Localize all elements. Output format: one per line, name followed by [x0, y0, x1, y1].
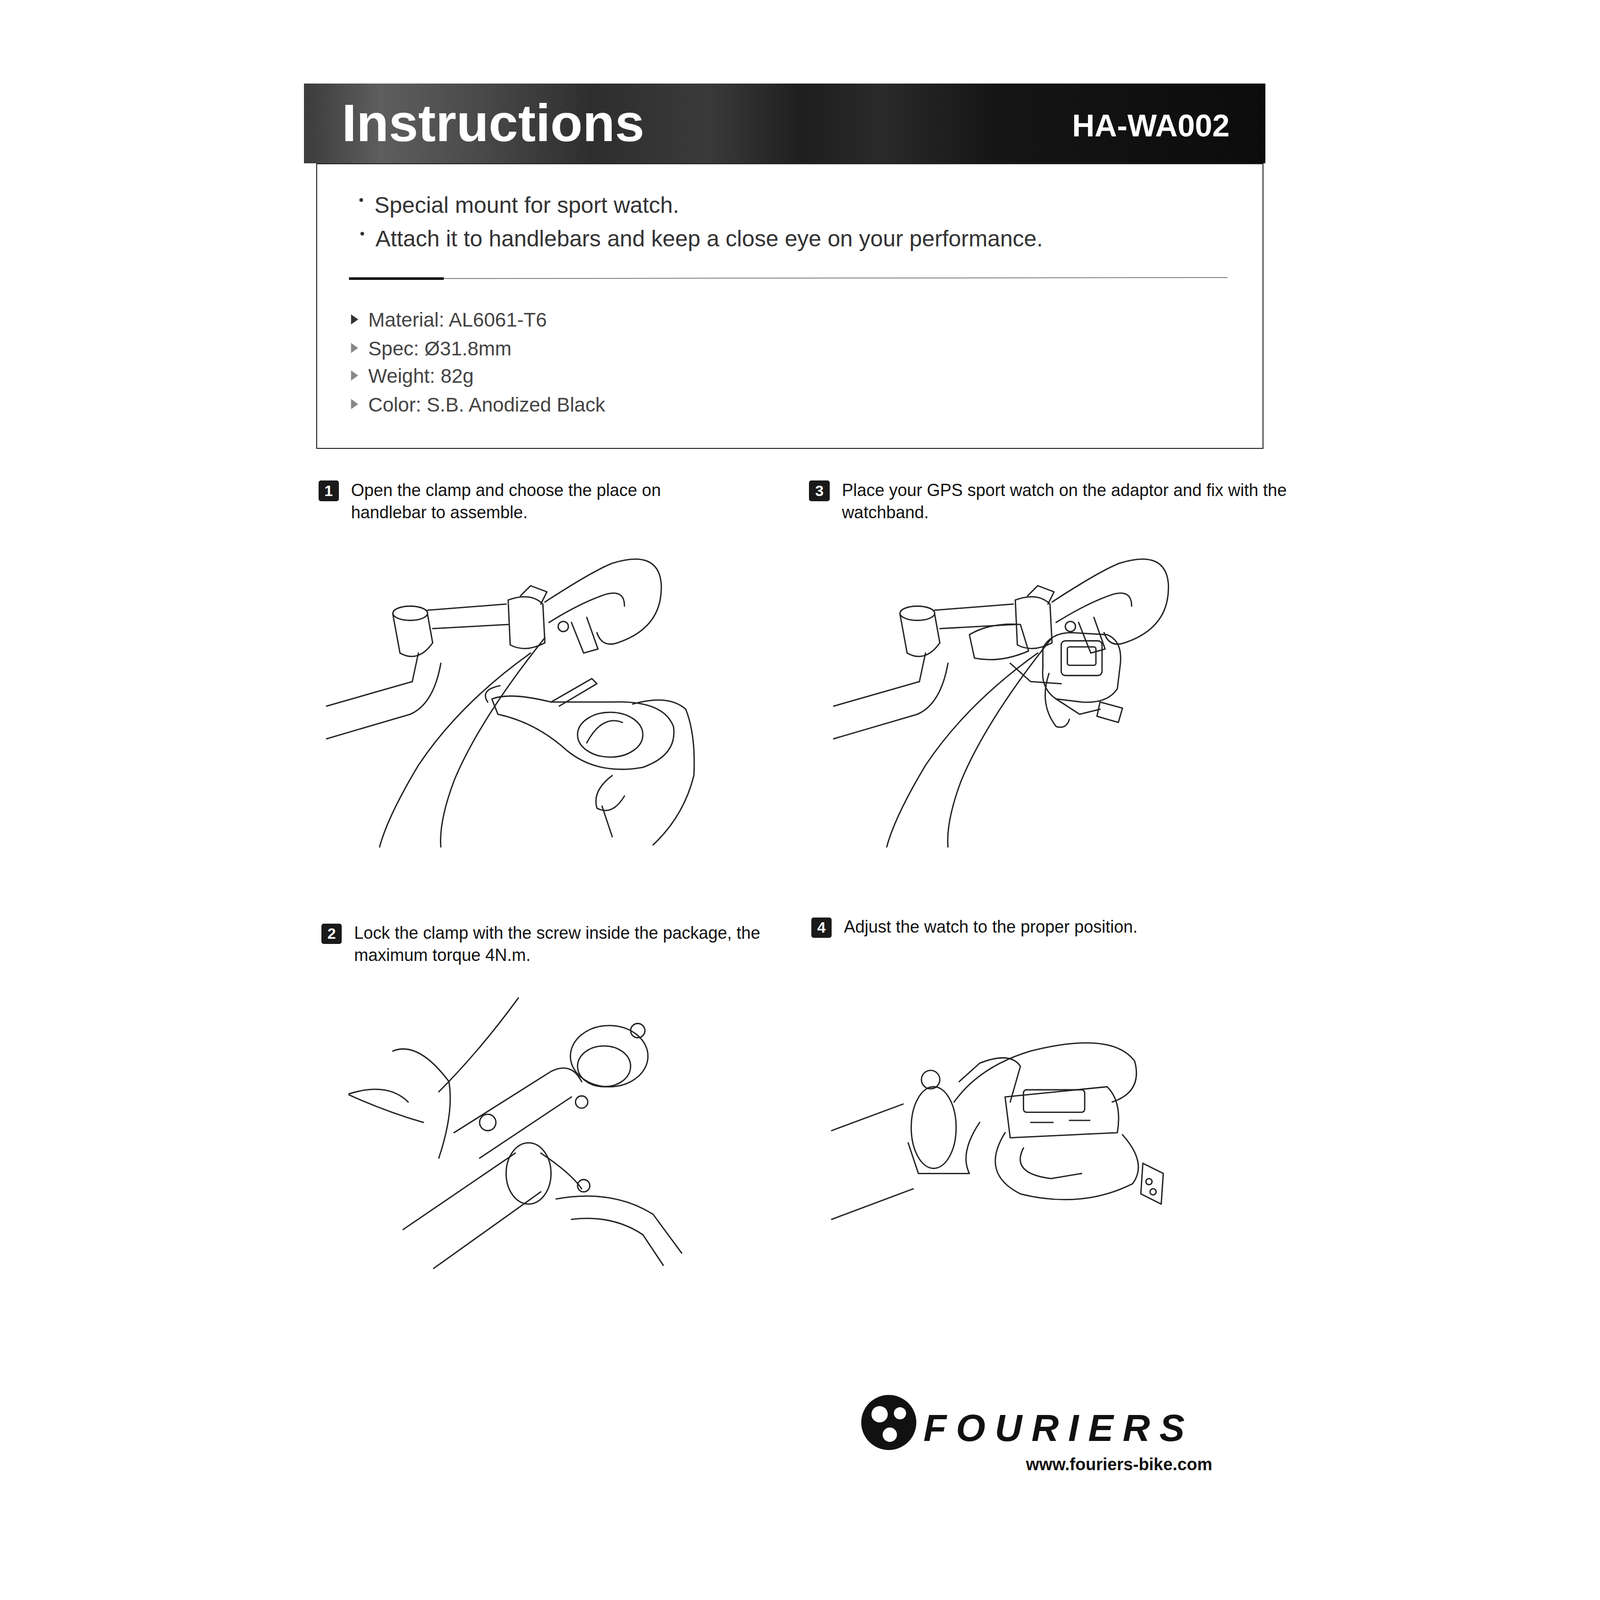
step-instruction: Place your GPS sport watch on the adapto…	[842, 479, 1291, 524]
spec-line: Material: AL6061-T6	[368, 310, 547, 330]
step-instruction: Adjust the watch to the proper position.	[843, 916, 1293, 939]
divider-rule	[348, 277, 1228, 279]
title-band: Instructions HA-WA002	[303, 83, 1266, 164]
step-number: 1	[318, 480, 339, 501]
model-number: HA-WA002	[1071, 109, 1230, 142]
feature-line: Attach it to handlebars and keep a close…	[375, 227, 1043, 251]
step4-drawing	[831, 1043, 1164, 1220]
step-number: 2	[321, 923, 342, 944]
website-url: www.fouriers-bike.com	[1026, 1456, 1213, 1474]
spec-line: Weight: 82g	[368, 366, 474, 387]
step-badge: 1Open the clamp and choose the place on …	[318, 480, 339, 501]
brand-logo	[861, 1394, 917, 1450]
step-badge: 3Place your GPS sport watch on the adapt…	[808, 480, 830, 501]
step-number: 4	[811, 917, 832, 938]
step1-drawing	[326, 559, 695, 848]
step2-drawing	[348, 997, 682, 1269]
spec-line: Spec: Ø31.8mm	[368, 338, 512, 359]
step-badge: 4Adjust the watch to the proper position…	[811, 917, 832, 938]
step-instruction: Lock the clamp with the screw inside the…	[353, 922, 803, 967]
header-title: Instructions	[341, 96, 645, 150]
spec-box: Special mount for sport watch. Attach it …	[316, 163, 1264, 449]
step3-drawing	[833, 559, 1169, 848]
spec-line: Color: S.B. Anodized Black	[368, 395, 606, 415]
step-badge: 2Lock the clamp with the screw inside th…	[321, 923, 342, 944]
step-number: 3	[808, 480, 830, 501]
brand-name: FOURIERS	[923, 1409, 1195, 1448]
step-instruction: Open the clamp and choose the place on h…	[351, 479, 709, 524]
feature-line: Special mount for sport watch.	[374, 193, 680, 217]
bullet-marks	[351, 198, 365, 410]
